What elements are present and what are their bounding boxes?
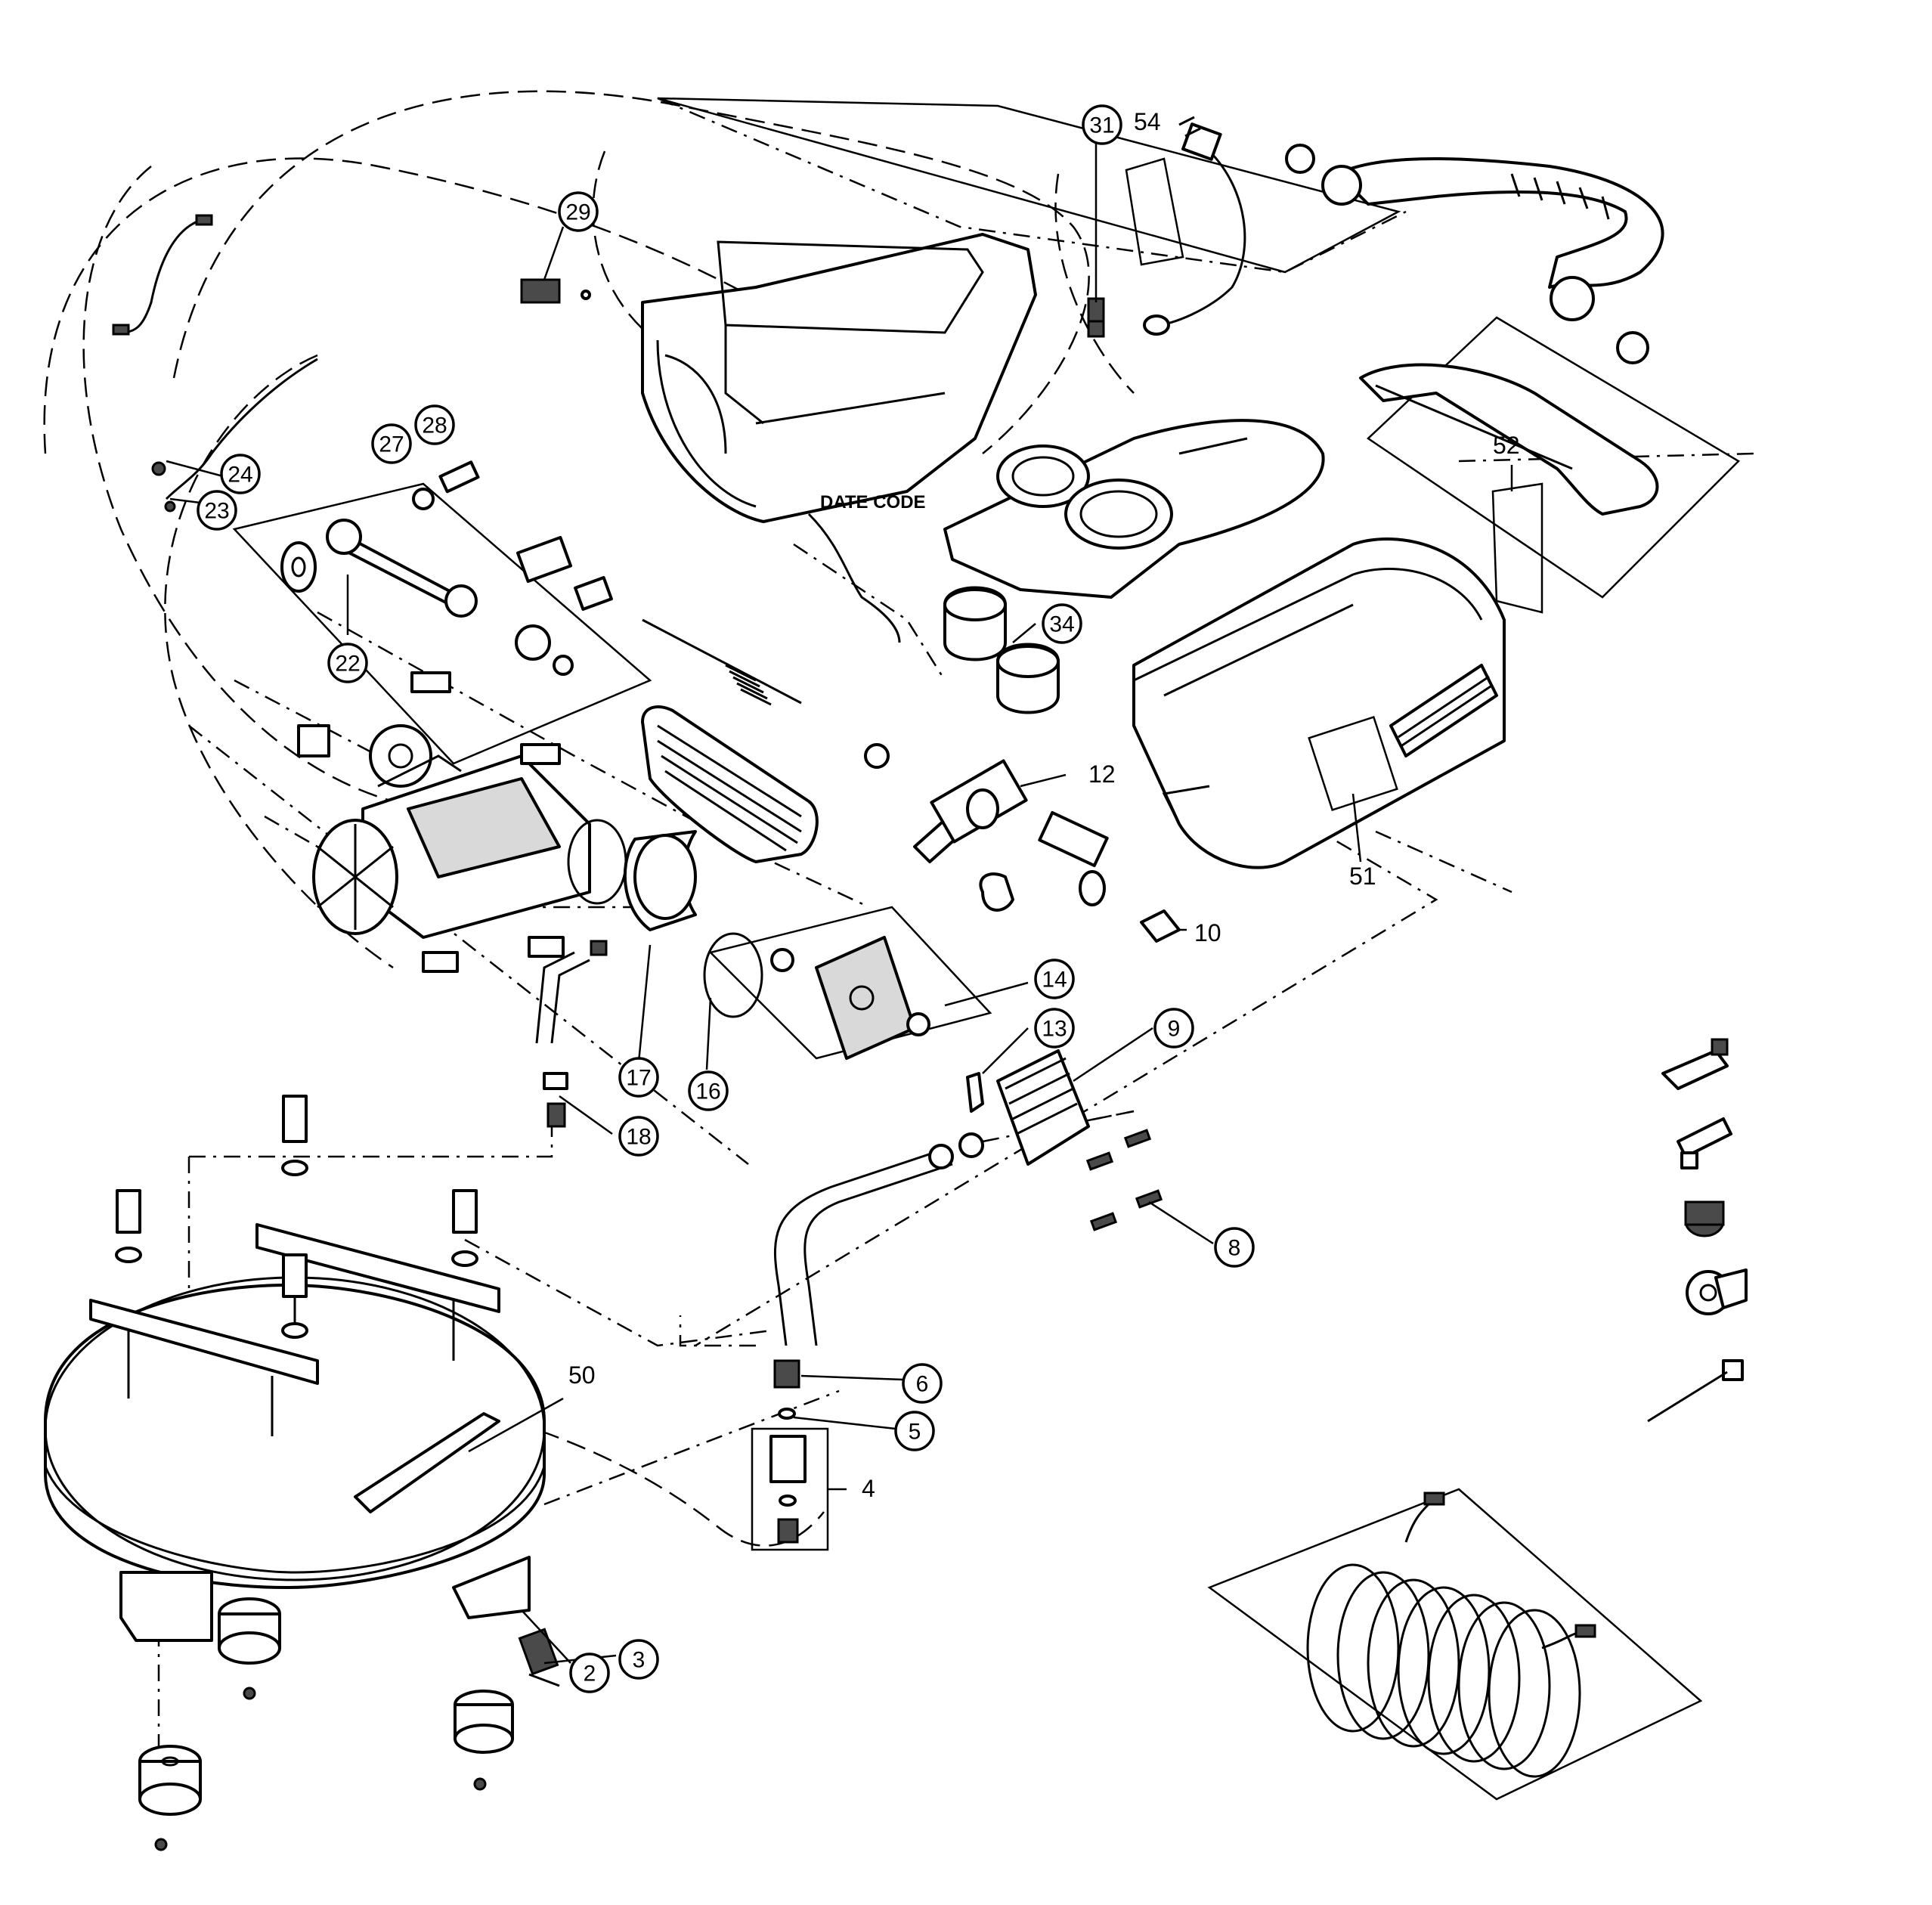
svg-text:6: 6 xyxy=(916,1372,929,1397)
callout-52: 52 xyxy=(1493,432,1520,459)
circled-callouts: 31 29 27 28 24 23 22 34 14 13 9 17 16 18… xyxy=(197,104,1255,1693)
connecting-rod-assembly xyxy=(280,519,574,676)
regulator-manifold xyxy=(516,535,1181,943)
callout-34: 34 xyxy=(1042,603,1082,644)
callout-16: 16 xyxy=(688,1070,729,1111)
tapered-nozzle xyxy=(1661,1038,1729,1090)
callout-17: 17 xyxy=(618,1057,659,1098)
rail-bolts xyxy=(115,1095,478,1339)
callout-31: 31 xyxy=(1082,104,1122,145)
svg-text:3: 3 xyxy=(633,1648,646,1673)
pump-motor-assembly xyxy=(297,671,591,973)
svg-text:8: 8 xyxy=(1228,1236,1241,1261)
carry-handle xyxy=(1285,144,1664,364)
svg-text:22: 22 xyxy=(335,652,360,677)
control-panel-cover xyxy=(943,419,1325,599)
svg-text:5: 5 xyxy=(909,1420,921,1445)
coiled-air-hose xyxy=(1306,1491,1596,1778)
rubber-foot-left xyxy=(138,1745,202,1851)
svg-text:34: 34 xyxy=(1049,612,1074,637)
svg-text:14: 14 xyxy=(1042,968,1067,993)
check-valve xyxy=(769,1435,807,1544)
air-tank xyxy=(44,1223,546,1642)
callout-2: 2 xyxy=(569,1653,610,1693)
ball-valve-adapter xyxy=(1686,1268,1748,1315)
callout-18: 18 xyxy=(618,1116,659,1157)
svg-text:24: 24 xyxy=(228,463,252,488)
shroud-upper xyxy=(641,233,1037,523)
regulator-spring xyxy=(725,664,772,706)
callout-12: 12 xyxy=(1088,760,1116,788)
callout-8: 8 xyxy=(1214,1227,1255,1268)
svg-text:18: 18 xyxy=(626,1125,651,1150)
assembly-frames xyxy=(232,97,1741,1801)
valve-plate xyxy=(770,936,930,1060)
inflator-accessories xyxy=(1647,1038,1748,1423)
callout-6: 6 xyxy=(902,1363,943,1404)
callout-4: 4 xyxy=(862,1475,875,1502)
head-bolts xyxy=(1085,1129,1163,1231)
svg-text:13: 13 xyxy=(1042,1017,1067,1042)
cylinder-sleeve xyxy=(567,819,763,1018)
knurled-coupler xyxy=(1684,1200,1725,1237)
wire-harnesses xyxy=(112,214,901,643)
svg-text:31: 31 xyxy=(1089,113,1114,138)
date-code-label: DATE CODE xyxy=(820,492,926,513)
rubber-feet xyxy=(138,1597,514,1851)
shroud-label-51 xyxy=(1308,715,1398,812)
svg-text:9: 9 xyxy=(1168,1017,1181,1042)
power-cord xyxy=(1143,116,1246,336)
svg-text:29: 29 xyxy=(565,200,590,225)
callout-5: 5 xyxy=(894,1411,935,1451)
rubber-foot-middle xyxy=(218,1597,281,1700)
callout-9: 9 xyxy=(1153,1008,1194,1049)
plain-callouts: 54 52 12 51 10 50 4 DATE CODE xyxy=(568,108,1520,1502)
pump-head-screws xyxy=(412,460,480,510)
callout-50: 50 xyxy=(568,1361,596,1389)
tank-feet xyxy=(119,1556,531,1642)
rubber-foot-right xyxy=(454,1690,514,1791)
svg-text:2: 2 xyxy=(584,1662,596,1687)
inflation-adapter xyxy=(1677,1117,1732,1169)
label-decals xyxy=(1125,157,1543,614)
tank-label-plate xyxy=(354,1412,500,1513)
callout-51: 51 xyxy=(1349,863,1376,890)
side-vent xyxy=(1389,664,1498,757)
callout-29: 29 xyxy=(558,191,599,232)
pressure-gauges xyxy=(943,586,1060,714)
cylinder-head xyxy=(966,1049,1090,1166)
safety-valve-tube xyxy=(535,940,608,1128)
callout-24: 24 xyxy=(220,454,261,494)
outlet-tube xyxy=(773,1132,984,1420)
callout-23: 23 xyxy=(197,490,237,531)
cooling-fan xyxy=(312,819,398,935)
svg-text:28: 28 xyxy=(422,414,447,438)
svg-text:23: 23 xyxy=(204,499,229,524)
callout-28: 28 xyxy=(414,404,455,445)
callout-10: 10 xyxy=(1194,919,1221,946)
callout-14: 14 xyxy=(1034,959,1075,999)
rear-handle-bracket xyxy=(1359,363,1659,516)
callout-13: 13 xyxy=(1034,1008,1075,1049)
tank-mounting-rails xyxy=(89,1223,500,1436)
svg-text:27: 27 xyxy=(379,432,404,457)
callout-54: 54 xyxy=(1134,108,1161,135)
svg-text:17: 17 xyxy=(626,1066,651,1091)
drain-valve xyxy=(518,1628,560,1687)
callout-27: 27 xyxy=(371,423,412,464)
pressure-switch xyxy=(1087,297,1105,338)
svg-text:16: 16 xyxy=(695,1080,720,1104)
callout-3: 3 xyxy=(618,1639,659,1680)
power-switch xyxy=(520,278,591,304)
front-grille xyxy=(641,705,819,863)
callout-22: 22 xyxy=(327,643,368,683)
inflation-needle xyxy=(1647,1359,1744,1423)
shroud-lower xyxy=(1132,537,1506,869)
callout-leader-lines xyxy=(166,144,1513,1665)
